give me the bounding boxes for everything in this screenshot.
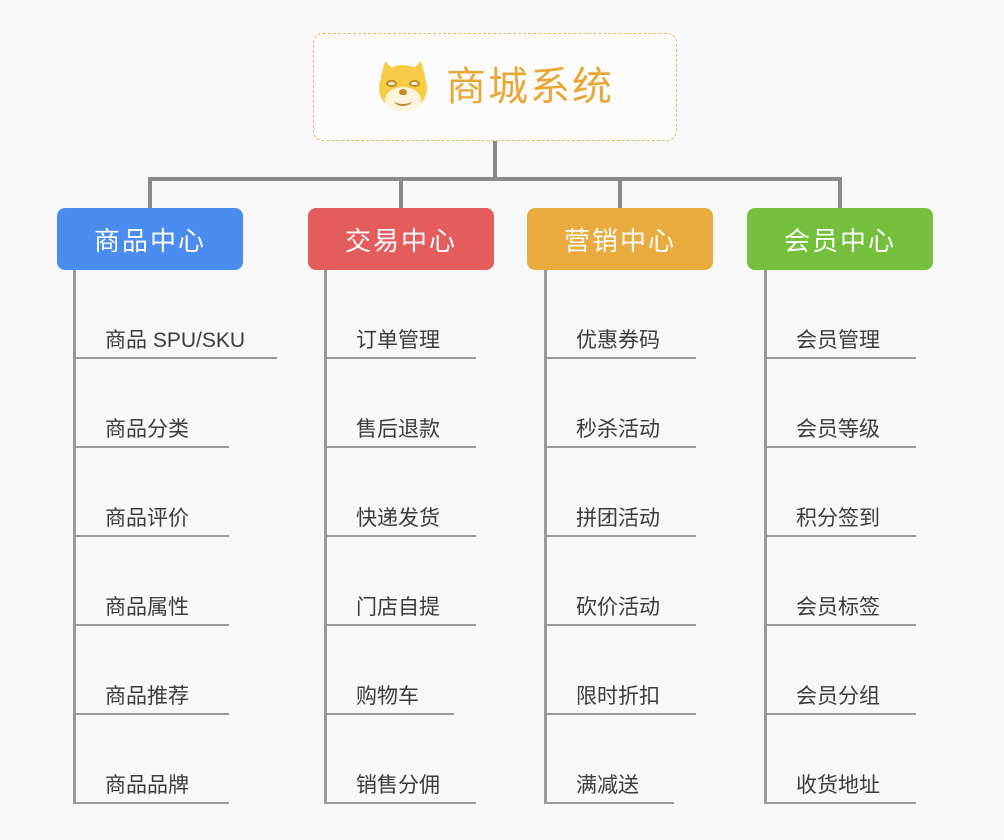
root-title: 商城系统 — [446, 65, 614, 109]
leaf-item[interactable]: 商品 SPU/SKU — [73, 270, 277, 359]
leaf-item[interactable]: 会员等级 — [764, 359, 916, 448]
leaf-label: 拼团活动 — [576, 507, 660, 530]
leaf-item[interactable]: 收货地址 — [764, 715, 916, 804]
leaf-item[interactable]: 订单管理 — [324, 270, 476, 359]
leaf-item[interactable]: 销售分佣 — [324, 715, 476, 804]
connector-root-stem — [493, 141, 497, 181]
leaf-label: 砍价活动 — [576, 596, 660, 619]
leaf-item[interactable]: 商品属性 — [73, 537, 229, 626]
branch-trunk — [73, 270, 76, 804]
leaf-item[interactable]: 购物车 — [324, 626, 454, 715]
category-label: 交易中心 — [344, 225, 457, 256]
leaf-label: 销售分佣 — [356, 774, 440, 797]
leaf-label: 会员管理 — [796, 329, 880, 352]
connector-horizontal-bus — [148, 177, 842, 181]
connector-drop-2 — [399, 177, 403, 210]
leaf-label: 快递发货 — [356, 507, 440, 530]
shiba-dog-icon — [376, 58, 430, 114]
leaf-label: 满减送 — [576, 774, 639, 797]
leaf-label: 门店自提 — [356, 596, 440, 619]
leaf-item[interactable]: 门店自提 — [324, 537, 476, 626]
branch-trunk — [324, 270, 327, 804]
branch-trunk — [764, 270, 767, 804]
leaf-item[interactable]: 商品品牌 — [73, 715, 229, 804]
leaf-item[interactable]: 满减送 — [544, 715, 674, 804]
leaf-item[interactable]: 商品推荐 — [73, 626, 229, 715]
leaf-item[interactable]: 优惠券码 — [544, 270, 696, 359]
branch-trunk — [544, 270, 547, 804]
category-label: 营销中心 — [563, 225, 676, 256]
leaf-item[interactable]: 积分签到 — [764, 448, 916, 537]
leaf-label: 优惠券码 — [576, 329, 660, 352]
category-label: 会员中心 — [783, 225, 896, 256]
leaf-item[interactable]: 售后退款 — [324, 359, 476, 448]
leaf-label: 会员等级 — [796, 418, 880, 441]
leaf-item[interactable]: 拼团活动 — [544, 448, 696, 537]
leaf-item[interactable]: 商品评价 — [73, 448, 229, 537]
connector-drop-4 — [838, 177, 842, 210]
leaf-item[interactable]: 砍价活动 — [544, 537, 696, 626]
leaf-label: 限时折扣 — [576, 685, 660, 708]
leaf-item[interactable]: 秒杀活动 — [544, 359, 696, 448]
leaf-label: 积分签到 — [796, 507, 880, 530]
root-node[interactable]: 商城系统 — [313, 33, 677, 141]
connector-drop-3 — [618, 177, 622, 210]
leaf-label: 会员分组 — [796, 685, 880, 708]
leaf-label: 商品分类 — [105, 418, 189, 441]
leaf-label: 商品 SPU/SKU — [105, 329, 246, 352]
category-label: 商品中心 — [93, 225, 206, 256]
leaf-label: 收货地址 — [796, 774, 880, 797]
leaf-item[interactable]: 会员管理 — [764, 270, 916, 359]
leaf-label: 购物车 — [356, 685, 419, 708]
leaf-label: 商品品牌 — [105, 774, 189, 797]
leaf-label: 售后退款 — [356, 418, 440, 441]
leaf-item[interactable]: 会员标签 — [764, 537, 916, 626]
category-header-product[interactable]: 商品中心 — [57, 208, 243, 270]
connector-drop-1 — [148, 177, 152, 210]
category-header-trade[interactable]: 交易中心 — [308, 208, 494, 270]
leaf-label: 商品属性 — [105, 596, 189, 619]
leaf-item[interactable]: 限时折扣 — [544, 626, 696, 715]
category-header-member[interactable]: 会员中心 — [747, 208, 933, 270]
leaf-label: 商品评价 — [105, 507, 189, 530]
leaf-label: 订单管理 — [356, 329, 440, 352]
leaf-item[interactable]: 商品分类 — [73, 359, 229, 448]
category-header-marketing[interactable]: 营销中心 — [527, 208, 713, 270]
leaf-label: 秒杀活动 — [576, 418, 660, 441]
leaf-label: 会员标签 — [796, 596, 880, 619]
leaf-label: 商品推荐 — [105, 685, 189, 708]
leaf-item[interactable]: 会员分组 — [764, 626, 916, 715]
leaf-item[interactable]: 快递发货 — [324, 448, 476, 537]
